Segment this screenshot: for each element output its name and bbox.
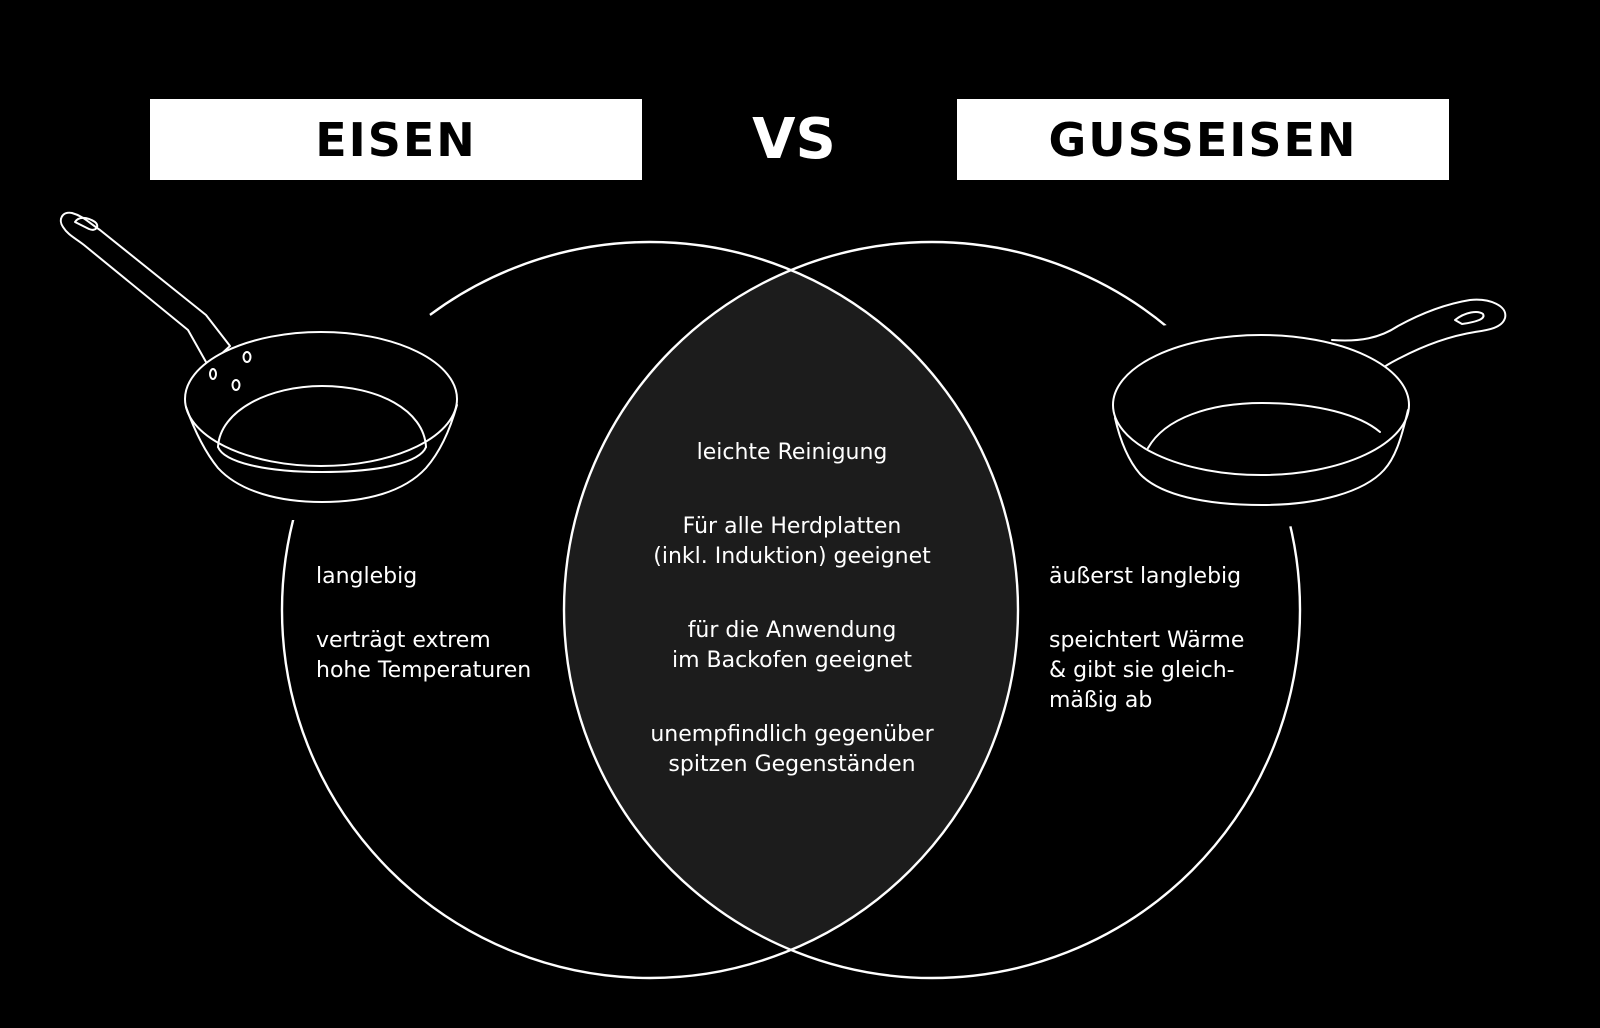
gusseisen-item-1-text: äußerst langlebig <box>1049 562 1309 592</box>
eisen-item-2-line-1: verträgt extrem <box>316 626 576 656</box>
eisen-item-1-text: langlebig <box>316 562 576 592</box>
shared-item-1: leichte Reinigung <box>582 438 1002 468</box>
shared-item-3-line-1: für die Anwendung <box>582 616 1002 646</box>
eisen-item-1: langlebig <box>316 562 576 592</box>
shared-item-4: unempfindlich gegenüber spitzen Gegenstä… <box>582 720 1002 780</box>
gusseisen-item-2-line-3: mäßig ab <box>1049 686 1309 716</box>
title-eisen: EISEN <box>150 99 642 180</box>
shared-item-4-line-2: spitzen Gegenständen <box>582 750 1002 780</box>
shared-item-2-line-1: Für alle Herdplatten <box>582 512 1002 542</box>
shared-item-3: für die Anwendung im Backofen geeignet <box>582 616 1002 676</box>
title-gusseisen: GUSSEISEN <box>957 99 1449 180</box>
vs-label: VS <box>732 99 856 180</box>
shared-item-2: Für alle Herdplatten (inkl. Induktion) g… <box>582 512 1002 572</box>
eisen-item-2-line-2: hohe Temperaturen <box>316 656 576 686</box>
title-eisen-text: EISEN <box>315 113 477 167</box>
shared-item-1-text: leichte Reinigung <box>582 438 1002 468</box>
gusseisen-item-2-line-1: speichtert Wärme <box>1049 626 1309 656</box>
gusseisen-item-1: äußerst langlebig <box>1049 562 1309 592</box>
shared-item-2-line-2: (inkl. Induktion) geeignet <box>582 542 1002 572</box>
shared-item-3-line-2: im Backofen geeignet <box>582 646 1002 676</box>
gusseisen-item-2: speichtert Wärme & gibt sie gleich- mäßi… <box>1049 626 1309 716</box>
title-gusseisen-text: GUSSEISEN <box>1049 113 1358 167</box>
gusseisen-item-2-line-2: & gibt sie gleich- <box>1049 656 1309 686</box>
eisen-item-2: verträgt extrem hohe Temperaturen <box>316 626 576 686</box>
shared-item-4-line-1: unempfindlich gegenüber <box>582 720 1002 750</box>
